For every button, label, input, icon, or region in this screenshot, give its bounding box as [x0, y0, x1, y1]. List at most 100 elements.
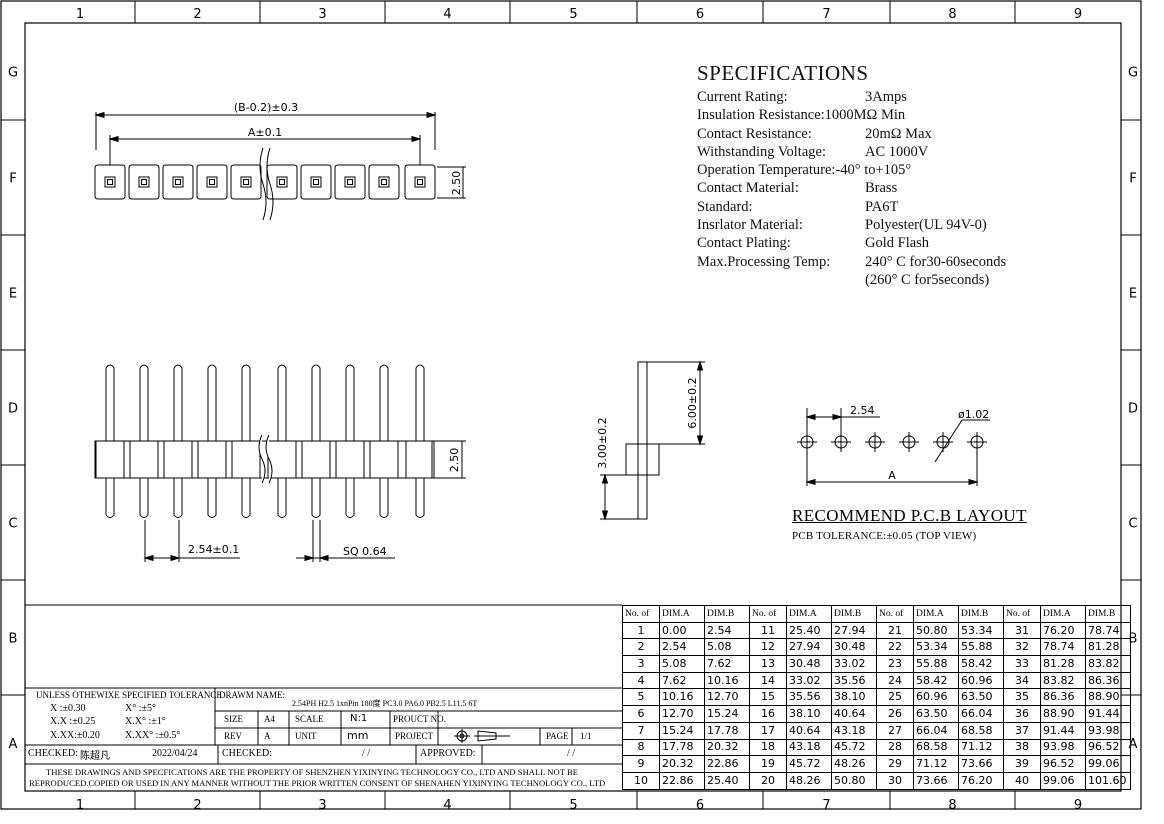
- size-label: SIZE: [224, 714, 243, 724]
- table-cell: 38.10: [786, 705, 832, 723]
- spec-label: Withstanding Voltage:: [697, 143, 826, 160]
- table-cell: 96.52: [1040, 755, 1086, 773]
- table-cell: 35: [1003, 688, 1041, 707]
- table-cell: 21: [876, 621, 914, 640]
- tol-x-deg: X° :±5°: [125, 703, 156, 714]
- table-cell: 2.54: [704, 621, 750, 640]
- dim-pitch-span: A±0.1: [248, 126, 282, 139]
- table-cell: 78.74: [1085, 621, 1131, 640]
- table-cell: 36: [1003, 705, 1041, 723]
- table-cell: 15: [749, 688, 787, 707]
- table-cell: 22: [876, 638, 914, 657]
- spec-value: PA6T: [865, 198, 899, 215]
- pcb-tolerance: PCB TOLERANCE:±0.05 (TOP VIEW): [792, 530, 977, 542]
- border-row-label: F: [1129, 172, 1136, 187]
- table-cell: 39: [1003, 755, 1041, 773]
- table-cell: 60.96: [913, 688, 959, 707]
- table-cell: 3: [622, 655, 660, 673]
- table-cell: 68.58: [913, 738, 959, 757]
- border-row-label: A: [9, 737, 18, 752]
- table-cell: 12.70: [704, 688, 750, 707]
- table-cell: 20.32: [704, 738, 750, 757]
- table-cell: 25.40: [704, 771, 750, 790]
- table-cell: 32: [1003, 638, 1041, 657]
- table-cell: 2.54: [659, 638, 705, 657]
- table-cell: 31: [1003, 621, 1041, 640]
- spec-row: Operation Temperature:-40° to+105°: [697, 161, 1006, 179]
- spec-value: 20mΩ Max: [865, 125, 932, 142]
- dim-pcb-hole: ø1.02: [958, 408, 989, 421]
- border-column-label: 9: [1074, 7, 1082, 22]
- table-cell: 4: [622, 671, 660, 690]
- tol-xx: X.X :±0.25: [50, 716, 96, 727]
- dim-table-header: No. of: [1003, 605, 1041, 623]
- table-cell: 38.10: [831, 688, 877, 707]
- checked2-label: CHECKED:: [222, 748, 272, 759]
- table-cell: 27: [876, 721, 914, 740]
- table-cell: 27.94: [831, 621, 877, 640]
- checked-date: 2022/04/24: [152, 748, 198, 759]
- pin-icon: [379, 364, 389, 441]
- border-column-label: 3: [318, 7, 326, 22]
- dim-square: SQ 0.64: [343, 545, 387, 558]
- table-cell: 83.82: [1040, 671, 1086, 690]
- spec-row: Max.Processing Temp:240° C for30-60secon…: [697, 253, 1006, 271]
- tol-xx-deg: X.X° :±1°: [125, 716, 166, 727]
- dim-table-header: DIM.B: [704, 605, 750, 623]
- table-cell: 30: [876, 771, 914, 790]
- table-cell: 13: [749, 655, 787, 673]
- spec-label: Contact Resistance:: [697, 125, 812, 142]
- table-cell: 45.72: [831, 738, 877, 757]
- table-cell: 81.28: [1040, 655, 1086, 673]
- table-cell: 101.60: [1085, 771, 1131, 790]
- table-cell: 15.24: [659, 721, 705, 740]
- dim-table-header: No. of: [749, 605, 787, 623]
- border-column-label: 4: [443, 7, 451, 22]
- projection-symbol: [454, 729, 510, 743]
- dim-top-height: 2.50: [450, 171, 463, 196]
- border-column-label: 9: [1074, 798, 1082, 813]
- table-cell: 5: [622, 688, 660, 707]
- spec-value: Gold Flash: [865, 235, 930, 252]
- dim-table-header: No. of: [876, 605, 914, 623]
- table-cell: 71.12: [913, 755, 959, 773]
- table-cell: 40: [1003, 771, 1041, 790]
- table-cell: 6: [622, 705, 660, 723]
- border-column-label: 6: [696, 798, 704, 813]
- table-cell: 12.70: [659, 705, 705, 723]
- border-column-label: 5: [569, 798, 577, 813]
- table-cell: 88.90: [1040, 705, 1086, 723]
- spec-value: 3Amps: [865, 89, 907, 105]
- spec-label: Standard:: [697, 198, 753, 215]
- border-row-label: E: [9, 287, 17, 302]
- table-cell: 76.20: [958, 771, 1004, 790]
- table-cell: 48.26: [831, 755, 877, 773]
- spec-row: Contact Plating: Gold Flash: [697, 234, 1006, 252]
- table-cell: 2: [622, 638, 660, 657]
- table-cell: 73.66: [913, 771, 959, 790]
- spec-row: Insulation Resistance:1000MΩ Min: [697, 106, 1006, 124]
- table-cell: 24: [876, 671, 914, 690]
- table-cell: 91.44: [1085, 705, 1131, 723]
- border-row-label: C: [1128, 517, 1137, 532]
- pin-square-icon: [138, 176, 150, 188]
- border-column-label: 1: [76, 7, 84, 22]
- tol-x: X :±0.30: [50, 703, 86, 714]
- table-cell: 18: [749, 738, 787, 757]
- border-row-label: G: [1128, 66, 1138, 81]
- table-cell: 45.72: [786, 755, 832, 773]
- table-cell: 33: [1003, 655, 1041, 673]
- spec-row: Withstanding Voltage:AC 1000V: [697, 143, 1006, 161]
- table-cell: 28: [876, 738, 914, 757]
- rev-value: A: [264, 731, 271, 741]
- rev-label: REV: [224, 731, 242, 741]
- dim-table-header: DIM.A: [1040, 605, 1086, 623]
- scale-label: SCALE: [295, 714, 324, 724]
- spec-label: Contact Plating:: [697, 235, 791, 252]
- pin-square-icon: [344, 176, 356, 188]
- table-cell: 30.48: [831, 638, 877, 657]
- table-cell: 50.80: [831, 771, 877, 790]
